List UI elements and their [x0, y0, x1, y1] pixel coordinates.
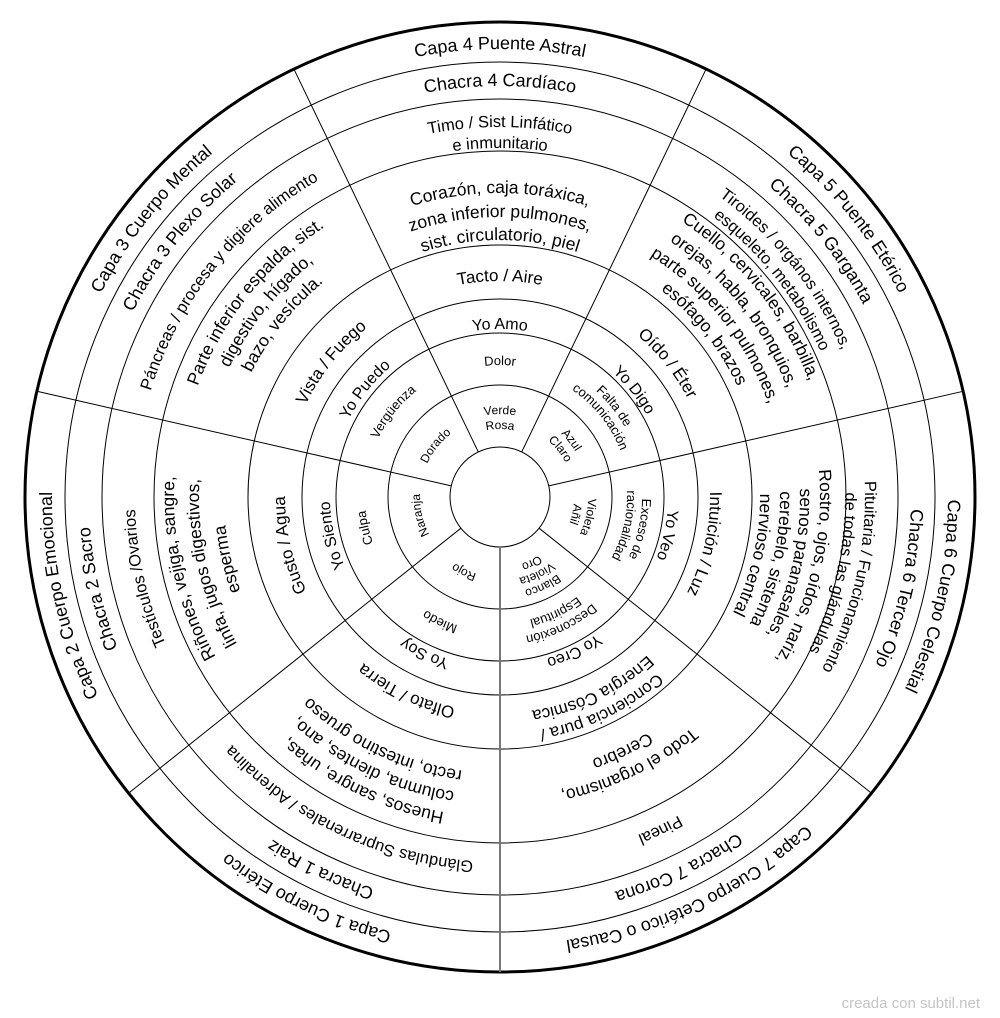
organs-label: sist. circulatorio, piel: [418, 224, 582, 256]
chakra-label: Chacra 4 Cardíaco: [422, 70, 578, 97]
layer-text: Capa 4 Puente Astral: [413, 33, 588, 61]
colors-label: Verde: [483, 403, 518, 418]
colors-label: Naranja: [406, 491, 433, 540]
layer-label: Capa 4 Puente Astral: [413, 33, 588, 61]
colors-text: Rosa: [485, 418, 516, 433]
affirmation-text: Yo Amo: [471, 316, 529, 335]
colors-text: Verde: [483, 403, 518, 418]
emotion-text: Dolor: [484, 353, 518, 369]
sector-divider: [538, 527, 872, 794]
colors-label: Rosa: [485, 418, 516, 433]
sense-label: Gusto / Agua: [264, 492, 311, 599]
gland-text: e inmunitario: [451, 134, 549, 155]
affirmation-label: Yo Soy: [397, 633, 453, 673]
organs-text: sist. circulatorio, piel: [418, 224, 582, 256]
emotion-text: Miedo: [419, 607, 460, 638]
colors-label: Rojo: [448, 560, 479, 585]
colors-text: Rojo: [448, 560, 479, 585]
sector-divider: [128, 527, 462, 794]
colors-text: Dorado: [415, 423, 455, 467]
layer-label: Capa 7 Cuerpo Cetérico o Causal: [560, 819, 826, 975]
sense-text: Gusto / Agua: [264, 492, 311, 599]
center-circle: [449, 446, 551, 548]
affirmation-text: Yo Siento: [313, 498, 349, 573]
emotion-label: Dolor: [484, 353, 518, 369]
sector-dividers: [36, 68, 964, 973]
gland-label: Pineal: [635, 811, 686, 848]
affirmation-text: Yo Soy: [397, 633, 453, 673]
gland-text: Pineal: [635, 811, 686, 848]
emotion-text: Culpa: [352, 508, 376, 548]
sector-divider: [293, 68, 479, 453]
affirmation-label: Yo Siento: [313, 498, 349, 573]
chakra-text: Chacra 4 Cardíaco: [422, 70, 578, 97]
sector-divider: [548, 390, 964, 487]
affirmation-label: Yo Amo: [471, 316, 529, 335]
colors-text: Naranja: [406, 491, 433, 540]
emotion-label: Culpa: [352, 508, 376, 548]
sector-divider: [36, 390, 452, 487]
affirmation-label: Yo Veo: [652, 507, 682, 563]
emotion-label: Miedo: [419, 607, 460, 638]
sector-divider: [521, 68, 707, 453]
layer-text: Capa 7 Cuerpo Cetérico o Causal: [560, 819, 826, 975]
watermark: creada con subtil.net: [841, 995, 980, 1012]
colors-label: Dorado: [415, 423, 455, 467]
sense-label: Intuición / Luz: [682, 487, 731, 601]
sense-text: Tacto / Aire: [456, 266, 545, 289]
gland-label: e inmunitario: [451, 134, 549, 155]
affirmation-text: Yo Veo: [652, 507, 682, 563]
sense-text: Intuición / Luz: [682, 487, 731, 601]
sense-label: Tacto / Aire: [456, 266, 545, 289]
